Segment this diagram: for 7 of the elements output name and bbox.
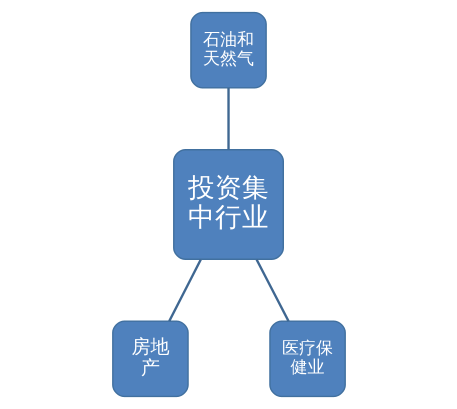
node-box: 投资集中行业 bbox=[172, 149, 284, 260]
connector bbox=[168, 259, 202, 322]
node-box: 房地产 bbox=[112, 320, 188, 398]
connector bbox=[226, 88, 230, 150]
connector bbox=[255, 259, 290, 322]
node-box: 石油和天然气 bbox=[190, 12, 266, 89]
node-box: 医疗保健业 bbox=[268, 320, 346, 398]
